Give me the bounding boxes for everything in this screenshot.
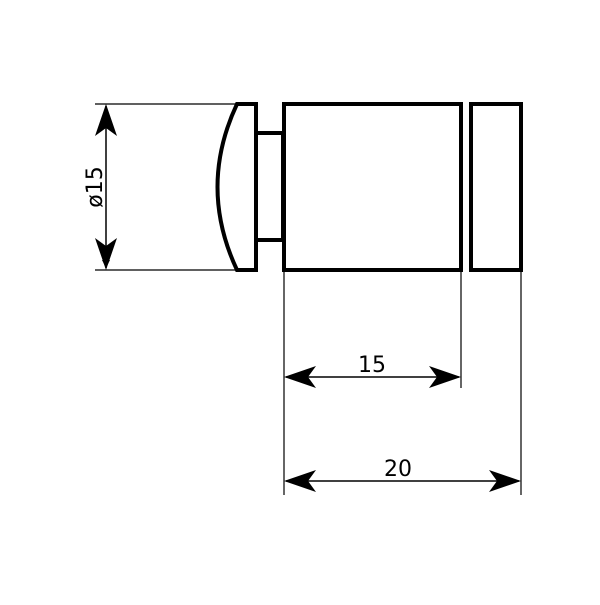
total-length-label: 20 <box>384 457 412 482</box>
knob-neck <box>254 131 285 242</box>
diameter-label: ø15 <box>83 166 108 207</box>
total-length-arrow-left <box>284 470 316 492</box>
knob-cap <box>215 102 258 272</box>
body-length-arrow-left <box>284 366 316 388</box>
diameter-arrow-top <box>95 104 117 136</box>
extension-lines <box>95 103 522 495</box>
knob-body <box>282 102 463 272</box>
total-length-arrow-right <box>489 470 521 492</box>
body-length-label: 15 <box>358 353 386 378</box>
knob-base <box>469 102 523 272</box>
body-length-arrow-right <box>429 366 461 388</box>
diameter-arrow-bottom <box>95 238 117 270</box>
